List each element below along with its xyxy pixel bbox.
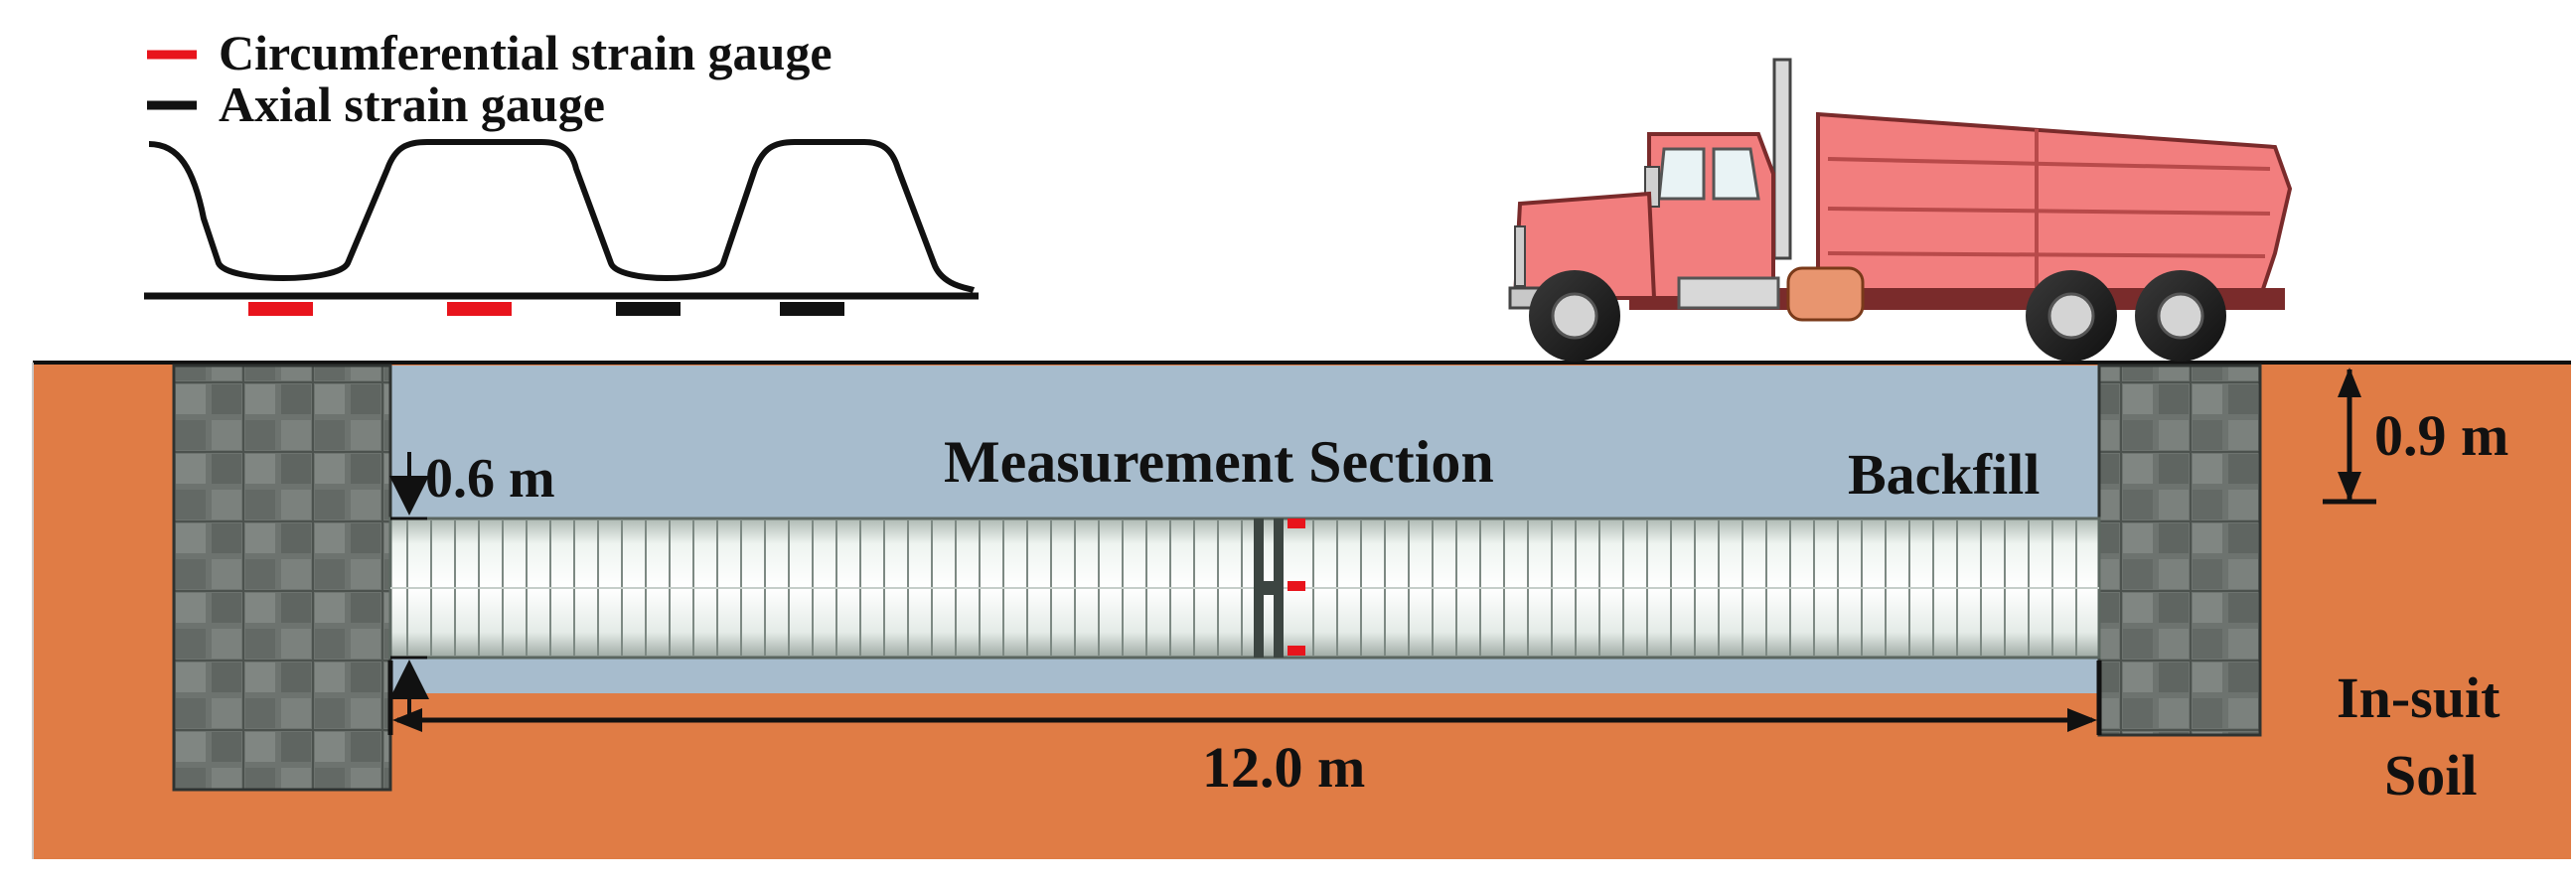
truck-wheel-front: [1529, 270, 1620, 362]
profile-gauge-axial-2: [780, 302, 844, 316]
truck-wheel-rear-1: [2026, 270, 2117, 362]
legend: Circumferential strain gauge Axial strai…: [147, 25, 833, 132]
profile-gauge-axial-1: [616, 302, 681, 316]
dump-truck-icon: [1508, 58, 2293, 362]
pipe-diameter-label: 0.6 m: [425, 448, 555, 510]
cover-depth-dimension: 0.9 m: [2323, 368, 2508, 505]
backfill-label: Backfill: [1848, 442, 2040, 507]
soil-label-line1: In-suit: [2337, 665, 2500, 730]
pipe-length-label: 12.0 m: [1202, 735, 1365, 800]
instrumented-ring: [1254, 518, 1305, 658]
legend-label-circumferential: Circumferential strain gauge: [219, 25, 833, 80]
pipe-diameter-dimension: 0.6 m: [389, 448, 555, 715]
truck-wheel-rear-2: [2135, 270, 2226, 362]
profile-gauge-circ-2: [447, 302, 512, 316]
strain-gauge-top: [1288, 518, 1305, 528]
concrete-wall-right: [2097, 364, 2262, 737]
soil-label-line2: Soil: [2384, 743, 2478, 808]
cover-depth-label: 0.9 m: [2374, 403, 2508, 468]
corrugated-pipe: [388, 516, 2101, 660]
measurement-section-label: Measurement Section: [944, 429, 1494, 495]
corrugated-profile-icon: [144, 139, 979, 316]
strain-gauge-middle: [1288, 581, 1305, 591]
legend-label-axial: Axial strain gauge: [219, 76, 605, 132]
strain-gauge-bottom: [1288, 646, 1305, 656]
concrete-wall-left: [172, 364, 392, 792]
profile-gauge-circ-1: [248, 302, 313, 316]
pipe-length-dimension: 12.0 m: [387, 661, 2102, 800]
